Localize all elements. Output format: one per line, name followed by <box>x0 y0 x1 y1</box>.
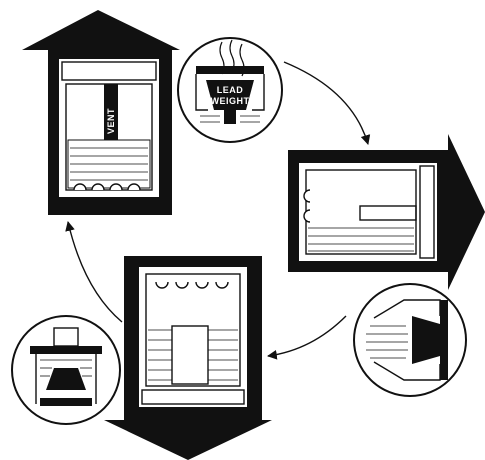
weight-label: WEIGHT <box>211 96 250 106</box>
flow-arrow-top-to-right <box>284 62 368 144</box>
battery-inverted-panel <box>104 256 272 460</box>
vent-label: VENT <box>106 108 116 134</box>
valve-detail-open: LEAD WEIGHT <box>178 38 282 142</box>
lead-weight-sideways <box>412 316 440 364</box>
valve-detail-inverted <box>12 316 120 424</box>
battery-case-sideways <box>298 162 438 262</box>
battery-sideways-panel <box>288 134 485 290</box>
flow-arrow-right-to-bottom <box>268 316 346 356</box>
valve-detail-sideways <box>354 284 466 396</box>
lead-label: LEAD <box>217 85 244 95</box>
battery-upright-panel: VENT <box>22 10 180 215</box>
flow-arrow-bottom-to-left <box>68 222 122 322</box>
